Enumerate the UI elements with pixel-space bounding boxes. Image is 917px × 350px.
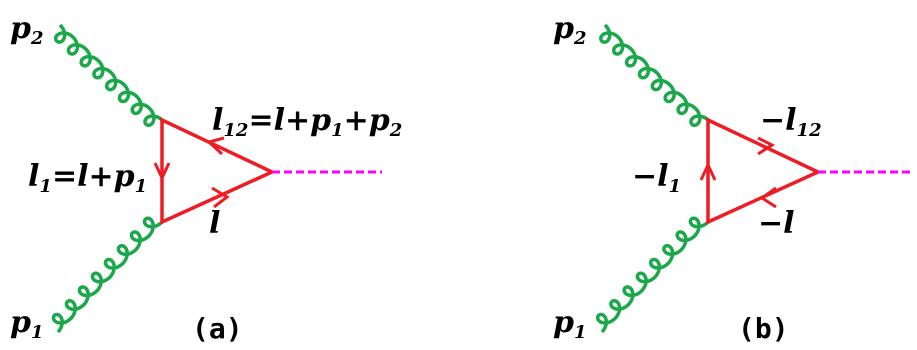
label-l12-a: l12=l+p1+p2 [212, 103, 402, 141]
arrow-l1-b [699, 161, 717, 181]
diagram-a: p2 p1 l12=l+p1+p2 l1=l+p1 l (a) [10, 11, 402, 345]
label-p2-b: p2 [553, 11, 587, 49]
label-l-b: −l [758, 206, 795, 241]
gluon-p1-b [595, 216, 710, 334]
arrow-l12-b [757, 136, 776, 156]
label-l-a: l [209, 206, 220, 241]
gluon-p2-b [599, 23, 710, 128]
arrow-l-b [759, 186, 777, 209]
label-p2-a: p2 [10, 11, 44, 49]
label-l1-b: −l1 [632, 159, 681, 197]
arrow-l-a [211, 186, 230, 209]
label-p1-b: p1 [553, 305, 587, 343]
arrow-l12-a [205, 136, 225, 156]
label-l1-a: l1=l+p1 [28, 159, 147, 197]
label-l12-b: −l12 [760, 103, 822, 141]
gluon-p2-a [53, 23, 164, 128]
arrow-l1-a [153, 162, 171, 182]
caption-b: (b) [738, 312, 789, 345]
fermion-loop-a [160, 117, 277, 225]
label-p1-a: p1 [10, 305, 44, 343]
diagram-b: p2 p1 −l12 −l1 −l (b) [553, 11, 912, 345]
gluon-p1-a [51, 216, 164, 334]
caption-a: (a) [192, 312, 243, 345]
